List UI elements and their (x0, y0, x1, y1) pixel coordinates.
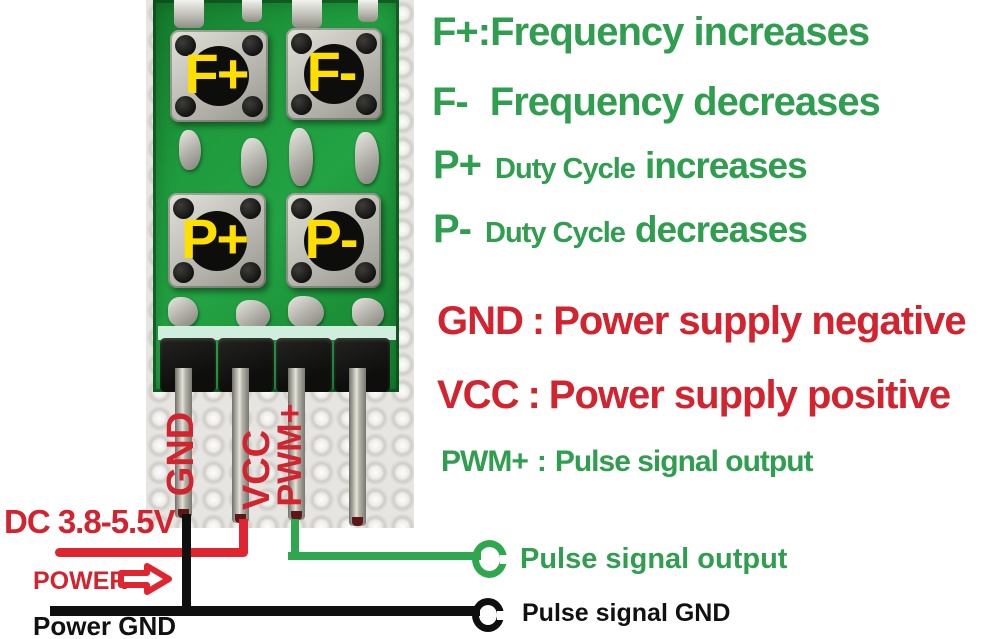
legend-pwm-sep: : (536, 445, 547, 478)
power-label: POWER (33, 567, 128, 595)
smd-component (355, 132, 379, 184)
solder-blob (236, 300, 270, 330)
solder-blob (168, 297, 198, 327)
legend-p-plus-key: P+ (433, 143, 482, 187)
voltage-range-label: DC 3.8-5.5V (4, 503, 176, 540)
legend-p-minus-key: P- (433, 207, 472, 251)
wire-gnd-riser (182, 514, 191, 614)
wire-pwm-riser (291, 519, 299, 559)
legend-vcc: VCC : Power supply positive (437, 371, 951, 419)
pin-label-pwm: PWM+ (271, 403, 309, 507)
legend-vcc-sep: : (527, 373, 540, 417)
pulse-gnd-connector-icon (472, 598, 505, 632)
button-corner-dot (173, 262, 194, 283)
power-gnd-label: Power GND (33, 611, 177, 639)
button-plunger (187, 210, 247, 271)
wire-vcc-power (55, 548, 248, 557)
tact-button-f-minus: F- (286, 28, 382, 120)
solder-tab (242, 0, 262, 22)
button-label-p-plus: P+ (180, 206, 249, 270)
button-corner-dot (291, 198, 312, 219)
button-corner-dot (240, 198, 261, 219)
wire-gnd (50, 606, 480, 616)
pin-pwm (288, 368, 305, 520)
button-plunger (304, 44, 364, 104)
button-corner-dot (175, 35, 196, 56)
solder-blob (352, 298, 384, 328)
legend-p-minus-mid: Duty Cycle (485, 217, 626, 249)
connector-gap (497, 611, 505, 620)
legend-f-minus-key: F- (432, 80, 469, 124)
legend-pwm-key: PWM+ (441, 445, 529, 478)
smd-component (241, 138, 267, 186)
pulse-gnd-label: Pulse signal GND (522, 599, 731, 627)
legend-p-minus-desc: decreases (634, 209, 808, 250)
wire-pwm (288, 552, 481, 560)
button-corner-dot (242, 96, 263, 117)
tact-button-p-plus: P+ (168, 193, 266, 288)
legend-f-plus: F+: Frequency increases (432, 8, 870, 56)
connector-gap (500, 555, 508, 564)
button-plunger (303, 210, 364, 271)
pin-gnd (175, 368, 192, 518)
power-arrow-icon (118, 563, 172, 595)
legend-f-plus-key: F+: (432, 10, 491, 54)
pin-label-gnd: GND (160, 411, 202, 497)
button-corner-dot (175, 96, 196, 117)
button-plunger (189, 46, 249, 106)
solder-tab (174, 0, 204, 28)
smd-component (289, 128, 313, 186)
legend-gnd: GND : Power supply negative (437, 297, 967, 345)
legend-f-minus-desc: Frequency decreases (489, 80, 881, 124)
tact-button-f-plus: F+ (170, 30, 268, 122)
wire-vcc-power-riser (239, 519, 248, 553)
legend-vcc-desc: Power supply positive (548, 373, 951, 417)
button-corner-dot (356, 94, 377, 115)
legend-gnd-desc: Power supply negative (553, 299, 966, 343)
button-corner-dot (242, 35, 263, 56)
solder-tab (292, 0, 322, 28)
legend-gnd-key: GND (437, 299, 524, 343)
pulse-output-connector-icon (472, 540, 508, 578)
pin-unused (349, 368, 366, 526)
legend-p-plus: P+ Duty Cycle increases (433, 141, 808, 189)
button-label-f-minus: F- (306, 39, 358, 103)
legend-gnd-sep: : (531, 299, 545, 343)
button-corner-dot (355, 262, 376, 283)
legend-p-minus: P- Duty Cycle decreases (433, 205, 808, 253)
legend-p-plus-mid: Duty Cycle (495, 153, 636, 185)
button-label-p-minus: P- (304, 206, 359, 270)
legend-f-minus: F- Frequency decreases (432, 78, 881, 126)
legend-pwm-desc: Pulse signal output (554, 445, 814, 478)
button-corner-dot (240, 262, 261, 283)
button-corner-dot (356, 33, 377, 54)
pulse-output-label: Pulse signal output (520, 543, 788, 575)
solder-tab (358, 0, 378, 22)
legend-pwm: PWM+ : Pulse signal output (441, 444, 814, 480)
button-corner-dot (355, 198, 376, 219)
tact-button-p-minus: P- (286, 193, 381, 288)
pin-vcc (232, 368, 249, 523)
solder-blob (288, 296, 324, 328)
smd-component (179, 130, 201, 170)
button-corner-dot (291, 262, 312, 283)
button-label-f-plus: F+ (184, 41, 250, 105)
button-corner-dot (291, 94, 312, 115)
legend-p-plus-desc: increases (644, 145, 808, 186)
legend-f-plus-desc: Frequency increases (490, 10, 870, 54)
button-corner-dot (291, 33, 312, 54)
silkscreen-strip (158, 326, 396, 340)
button-corner-dot (173, 198, 194, 219)
legend-vcc-key: VCC (437, 373, 519, 417)
